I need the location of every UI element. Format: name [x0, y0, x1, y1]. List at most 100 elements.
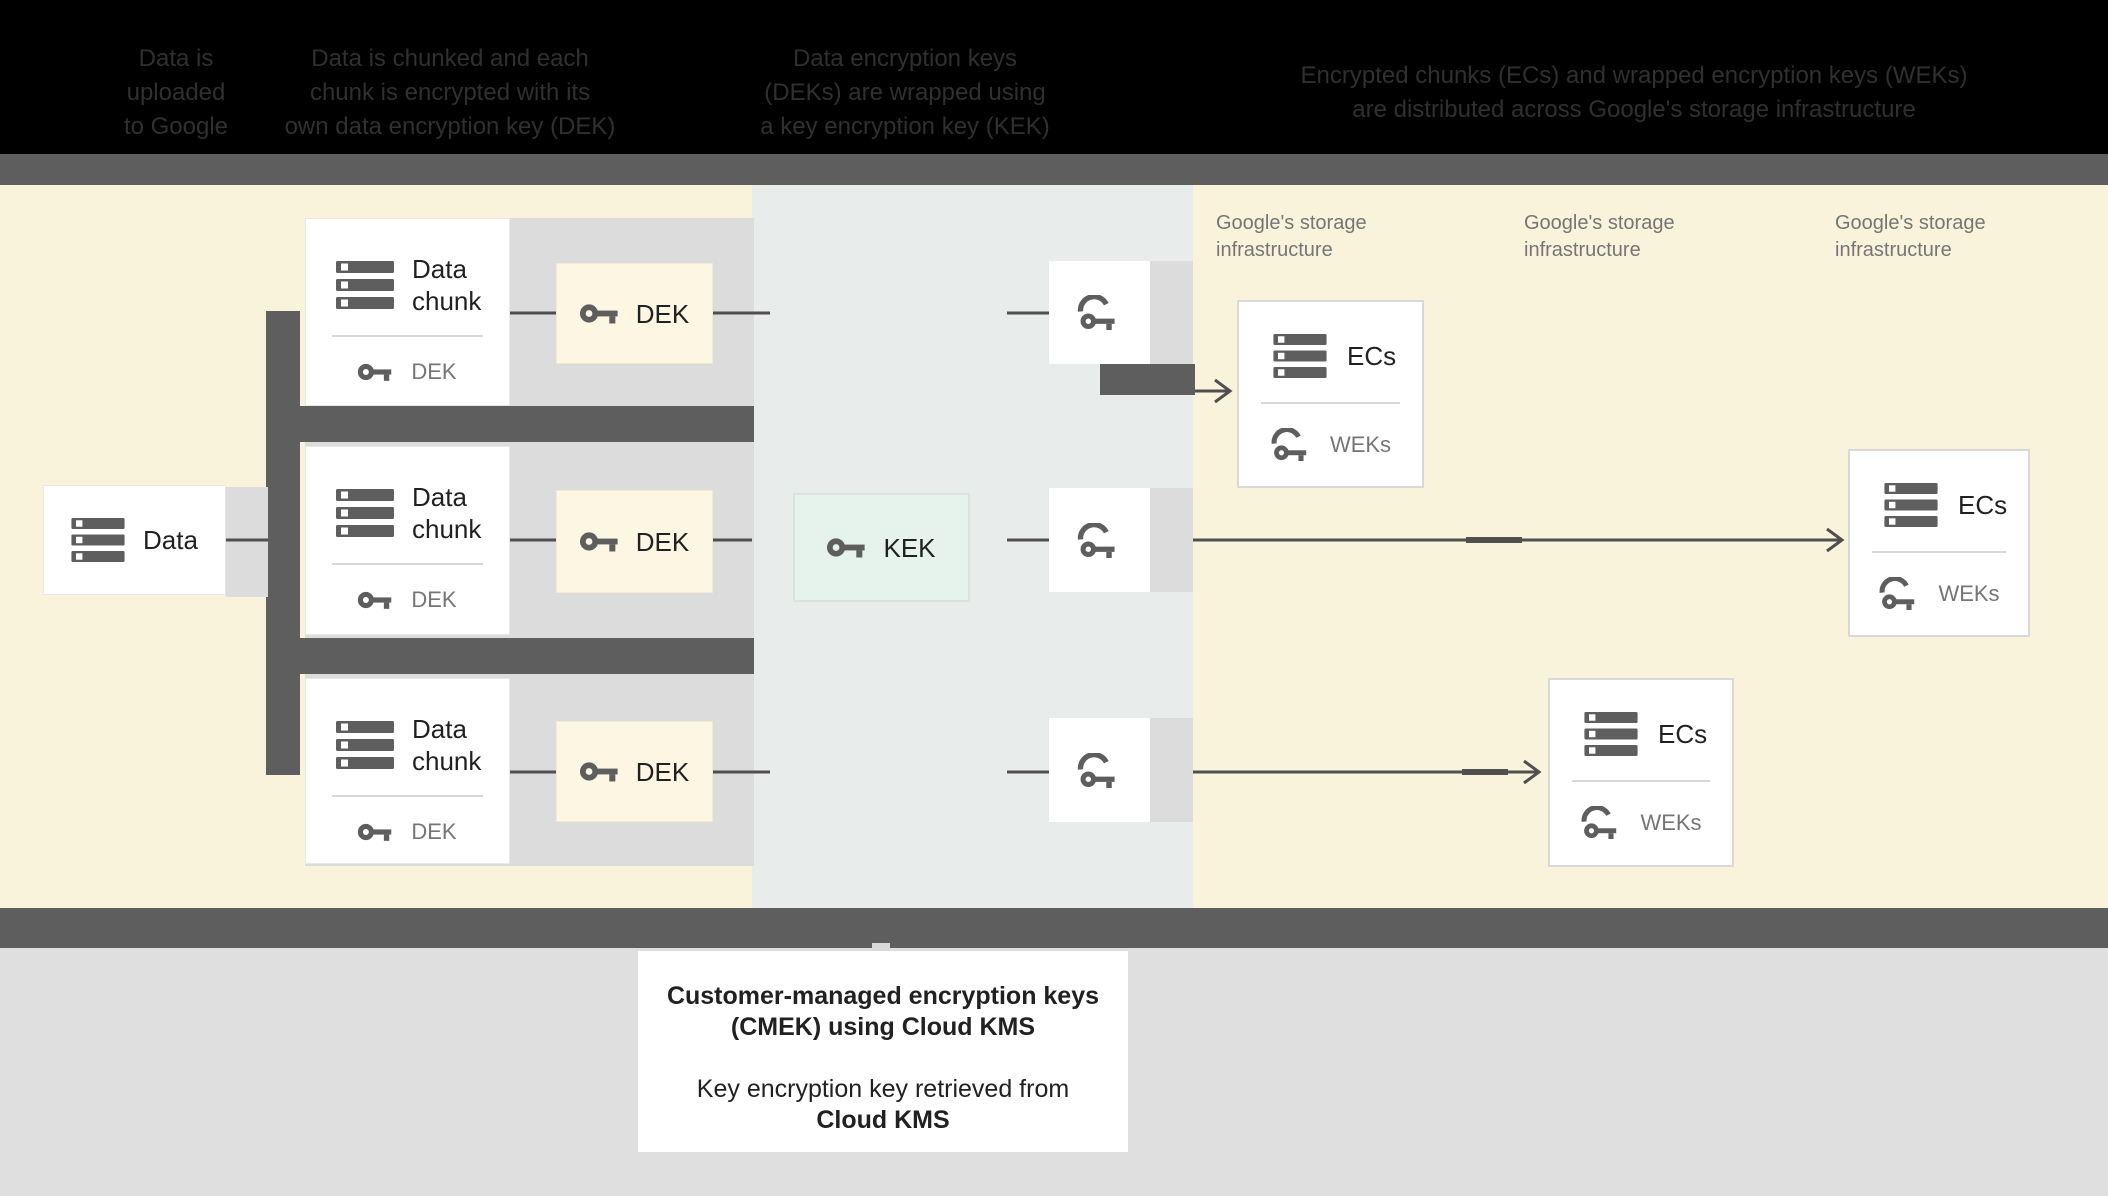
data-chunk-label: Data chunk: [412, 482, 482, 544]
header-step-1-line: to Google: [123, 113, 229, 140]
key-icon: [827, 534, 869, 561]
split-bracket-bar: [266, 311, 300, 775]
divider-bar-bottom: [0, 908, 2108, 948]
header-step-4-line: are distributed across Google's storage …: [1352, 96, 1916, 123]
dek-box-1: DEK: [556, 263, 713, 364]
database-icon: [336, 489, 394, 537]
ecs-box-1: ECs WEKs: [1237, 300, 1424, 488]
wrapped-key-icon: [1270, 428, 1314, 461]
weks-label: WEKs: [1938, 580, 2000, 606]
box-divider: [332, 795, 483, 797]
database-icon: [1884, 483, 1938, 527]
wrap-box-strip: [1150, 261, 1193, 364]
key-icon: [358, 820, 395, 844]
ecs-label: ECs: [1658, 719, 1708, 749]
database-icon: [1584, 712, 1638, 756]
wrapped-key-icon: [1878, 577, 1922, 610]
wrap-operation-box-1: [1049, 261, 1150, 364]
ecs-label: ECs: [1958, 490, 2008, 520]
header-step-4-line: Encrypted chunks (ECs) and wrapped encry…: [1300, 62, 1968, 89]
header-step-3-line: Data encryption keys: [792, 45, 1018, 72]
header-step-2: Data is chunked and each chunk is encryp…: [280, 42, 620, 144]
box-divider: [1872, 551, 2006, 553]
key-icon: [358, 360, 395, 384]
header-step-2-line: Data is chunked and each: [311, 45, 589, 72]
weks-key-row: WEKs: [1850, 577, 2028, 610]
wrapped-key-icon: [1076, 295, 1123, 330]
data-chunk-box-3: Data chunk DEK: [305, 678, 510, 864]
weks-label: WEKs: [1640, 809, 1702, 835]
wrapped-key-icon: [1580, 806, 1624, 839]
ecs-box-2: ECs WEKs: [1548, 678, 1734, 867]
data-chunk-label: Data chunk: [412, 714, 482, 776]
dek-key-label: DEK: [411, 359, 457, 384]
wrap-box-strip: [1150, 718, 1193, 822]
dek-key-row: DEK: [306, 819, 509, 845]
box-divider: [332, 335, 483, 337]
dek-key-label: DEK: [411, 819, 457, 844]
database-icon: [1273, 334, 1327, 378]
wrap-operation-box-3: [1049, 718, 1150, 822]
key-icon: [358, 588, 395, 612]
database-icon: [71, 518, 125, 562]
dek-box-label: DEK: [635, 298, 690, 329]
header-step-2-line: chunk is encrypted with its: [309, 79, 591, 106]
key-icon: [579, 528, 622, 555]
dek-box-label: DEK: [635, 756, 690, 787]
dek-key-label: DEK: [411, 587, 457, 612]
caption-spacer: [638, 1043, 1128, 1074]
caption-box: Customer-managed encryption keys (CMEK) …: [638, 951, 1128, 1152]
divider-bar-top: [0, 154, 2108, 185]
wrapped-key-flow-bar: [1100, 364, 1195, 395]
ecs-box-3: ECs WEKs: [1848, 449, 2030, 637]
dek-key-row: DEK: [306, 359, 509, 385]
dek-box-3: DEK: [556, 721, 713, 822]
weks-key-row: WEKs: [1550, 806, 1732, 839]
header-step-1: Data is uploaded to Google: [66, 42, 286, 144]
row-separator-bar-2: [266, 638, 754, 674]
header-step-1-line: Data is: [138, 45, 214, 72]
key-icon: [579, 300, 622, 327]
kek-box: KEK: [793, 493, 970, 602]
database-icon: [336, 721, 394, 769]
header-step-3: Data encryption keys (DEKs) are wrapped …: [740, 42, 1070, 144]
kek-box-label: KEK: [883, 532, 936, 563]
header-step-3-line: a key encryption key (KEK): [760, 113, 1050, 140]
dek-box-2: DEK: [556, 490, 713, 593]
data-chunk-title-row: Data chunk: [306, 219, 509, 317]
ecs-label: ECs: [1347, 341, 1397, 371]
data-chunk-box-1: Data chunk DEK: [305, 218, 510, 406]
data-box: Data: [43, 485, 226, 595]
ecs-title-row: ECs: [1550, 680, 1732, 756]
header-step-3-line: (DEKs) are wrapped using: [764, 79, 1046, 106]
caption-subtitle-line: Key encryption key retrieved from: [696, 1075, 1070, 1103]
wrapped-key-icon: [1076, 522, 1123, 558]
data-chunk-title-row: Data chunk: [306, 447, 509, 545]
caption-subtitle-bold: Cloud KMS: [816, 1106, 950, 1134]
header-step-2-line: own data encryption key (DEK): [284, 113, 616, 140]
storage-infrastructure-label-2: Google's storage infrastructure: [1524, 212, 1675, 261]
dek-key-row: DEK: [306, 587, 509, 613]
header-step-4: Encrypted chunks (ECs) and wrapped encry…: [1300, 59, 1968, 127]
data-chunk-title-row: Data chunk: [306, 679, 509, 777]
data-chunk-label: Data chunk: [412, 254, 482, 316]
header-step-1-line: uploaded: [126, 79, 226, 106]
data-connector-strip: [226, 487, 268, 597]
dek-box-label: DEK: [635, 526, 690, 557]
caption-title-line: (CMEK) using Cloud KMS: [730, 1013, 1036, 1041]
box-divider: [1261, 402, 1400, 404]
ecs-title-row: ECs: [1850, 451, 2028, 527]
data-box-label: Data: [143, 525, 198, 555]
caption-title-line: Customer-managed encryption keys: [666, 982, 1100, 1010]
weks-key-row: WEKs: [1239, 428, 1422, 461]
ecs-title-row: ECs: [1239, 302, 1422, 378]
box-divider: [1572, 780, 1710, 782]
header-steps: Data is uploaded to Google Data is chunk…: [0, 0, 2108, 154]
data-chunk-box-2: Data chunk DEK: [305, 446, 510, 635]
wrap-box-strip: [1150, 488, 1193, 592]
wrap-operation-box-2: [1049, 488, 1150, 592]
box-divider: [332, 563, 483, 565]
weks-label: WEKs: [1329, 431, 1392, 457]
row-separator-bar-1: [266, 406, 754, 442]
